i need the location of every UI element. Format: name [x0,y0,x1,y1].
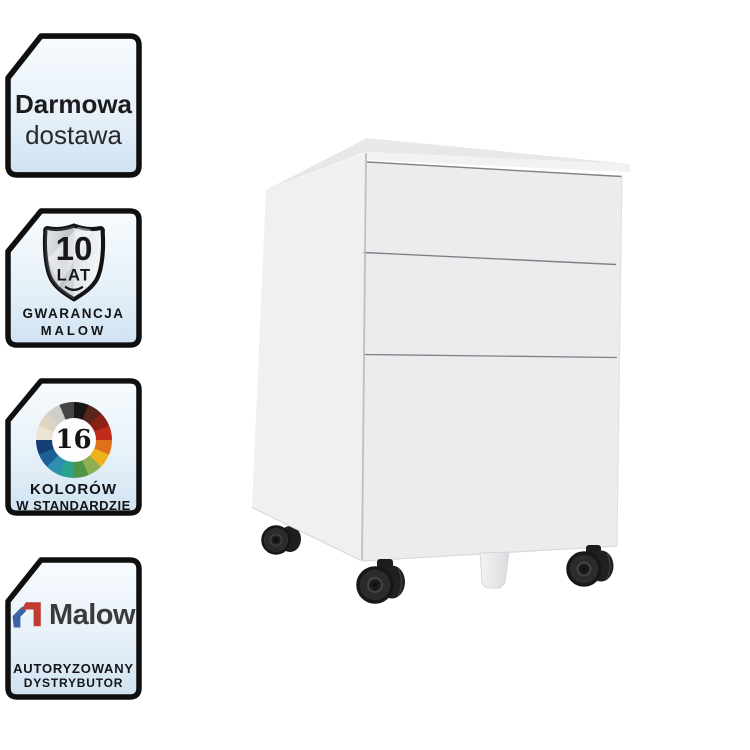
badge-colors: 16 KOLORÓW W STANDARDZIE [5,378,142,516]
warranty-years-unit: LAT [56,265,91,284]
cabinet-top-face [266,138,630,190]
badge-frame [5,557,142,700]
free-delivery-line1: Darmowa [14,89,133,119]
drawer-top-gap-line [366,161,623,178]
cabinet-front-face [362,161,622,561]
color-count: 16 [51,418,96,462]
warranty-shield-icon: 10 LAT [42,223,105,302]
drawer-divider-2 [363,353,618,359]
distributor-line2: DYSTRYBUTOR [23,676,124,690]
caster-right-icon [566,545,614,587]
front-bottom-edge [361,545,618,562]
badge-distributor: Malow AUTORYZOWANY DYSTRYBUTOR [5,557,142,700]
cabinet-top-edge [366,152,630,172]
shield-chevron [63,285,84,292]
distributor-line1: AUTORYZOWANY [13,661,134,676]
warranty-line2: MALOW [40,323,107,338]
malow-brand-text: Malow [48,598,136,631]
badge-free-delivery: Darmowa dostawa [5,33,142,178]
warranty-years: 10 [55,231,92,268]
colors-line1: KOLORÓW [30,481,117,498]
free-delivery-line2: dostawa [25,120,122,150]
drawer-divider-1 [363,251,617,266]
caster-front-left-icon [356,559,405,604]
colors-line2: W STANDARDZIE [16,498,131,513]
color-wheel: 16 [35,402,112,478]
caster-rear-left-icon [261,525,301,555]
malow-logo-icon [12,601,41,627]
front-left-corner-edge [361,152,367,561]
front-right-edge [616,175,623,547]
cabinet-side-panel [252,153,366,561]
color-count-number: 16 [55,425,92,455]
side-bottom-edge [251,506,363,562]
warranty-line1: GWARANCJA [22,306,125,321]
anti-tilt-foot [479,551,510,589]
malow-logo: Malow [12,598,136,631]
badge-warranty: 10 LAT GWARANCJA MALOW [5,208,142,348]
badge-frame [5,33,142,178]
